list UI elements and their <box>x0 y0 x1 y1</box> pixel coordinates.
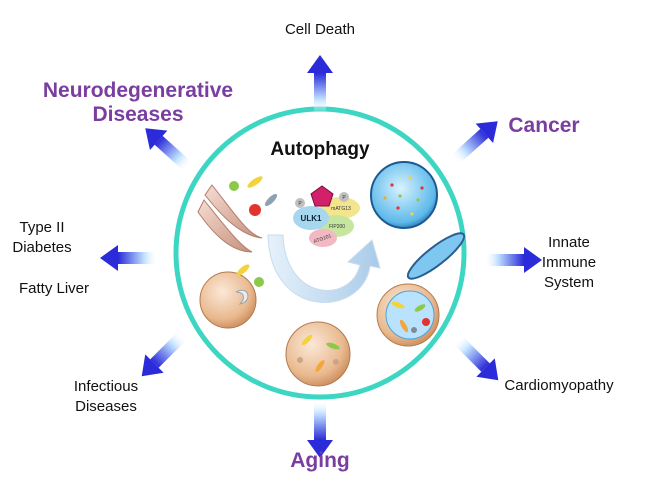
arrow-infectious <box>141 331 187 377</box>
label-type2-diabetes: Type II Diabetes <box>0 218 84 258</box>
arrow-metabolic <box>100 245 158 271</box>
label-innate-immune-system: Innate Immune System <box>527 233 611 293</box>
ulk1-blob <box>293 206 329 230</box>
atg13-text: mATG13 <box>331 206 351 212</box>
label-type2-line1: Type II <box>19 219 65 236</box>
label-cell-death: Cell Death <box>284 21 356 38</box>
label-neuro-line1: Neurodegenerative <box>42 79 234 102</box>
label-neurodegenerative-diseases: Neurodegenerative Diseases <box>22 79 254 127</box>
label-cardiomyopathy: Cardiomyopathy <box>504 377 614 394</box>
label-infectious-diseases: Infectious Diseases <box>54 377 158 417</box>
arrow-neurodegenerative <box>145 128 193 172</box>
diagram-title: Autophagy <box>270 139 370 160</box>
atg101-text: ATG101 <box>313 233 332 245</box>
pentagon-icon <box>310 185 334 207</box>
label-type2-line2: Diabetes <box>12 239 72 256</box>
label-innate-line2: Immune <box>541 254 597 271</box>
label-innate-line1: Innate <box>548 234 590 251</box>
arrow-innate-immune <box>484 247 542 273</box>
label-fatty-liver: Fatty Liver <box>18 280 90 297</box>
label-infectious-line2: Diseases <box>75 398 137 415</box>
label-neuro-line2: Diseases <box>92 103 184 126</box>
label-innate-line3: System <box>543 274 594 291</box>
autolysosome-illustration <box>376 283 440 347</box>
phagophore-illustration <box>197 176 278 253</box>
lysosome-illustration <box>370 161 438 229</box>
aged-cell-illustration <box>285 321 351 387</box>
arrow-cell-death <box>307 55 333 113</box>
fip200-text: FIP200 <box>329 224 345 230</box>
arrow-aging <box>307 400 333 458</box>
vesicle-disc <box>406 232 466 280</box>
cycle-curve-arrow <box>267 234 381 303</box>
phospho-left-text: P <box>298 201 302 207</box>
cell-with-phagophore-illustration <box>199 264 264 329</box>
ulk1-text: ULK1 <box>301 214 322 223</box>
atg101-blob <box>309 229 337 247</box>
label-cancer: Cancer <box>508 114 580 137</box>
arrow-cancer <box>450 121 498 165</box>
label-infectious-line1: Infectious <box>73 378 139 395</box>
ulk1-complex: ULK1 mATG13 FIP200 ATG101 P P <box>293 185 360 247</box>
phospho-right-text: P <box>342 195 346 201</box>
label-aging: Aging <box>290 449 350 472</box>
arrow-cardiomyopathy <box>453 335 499 381</box>
